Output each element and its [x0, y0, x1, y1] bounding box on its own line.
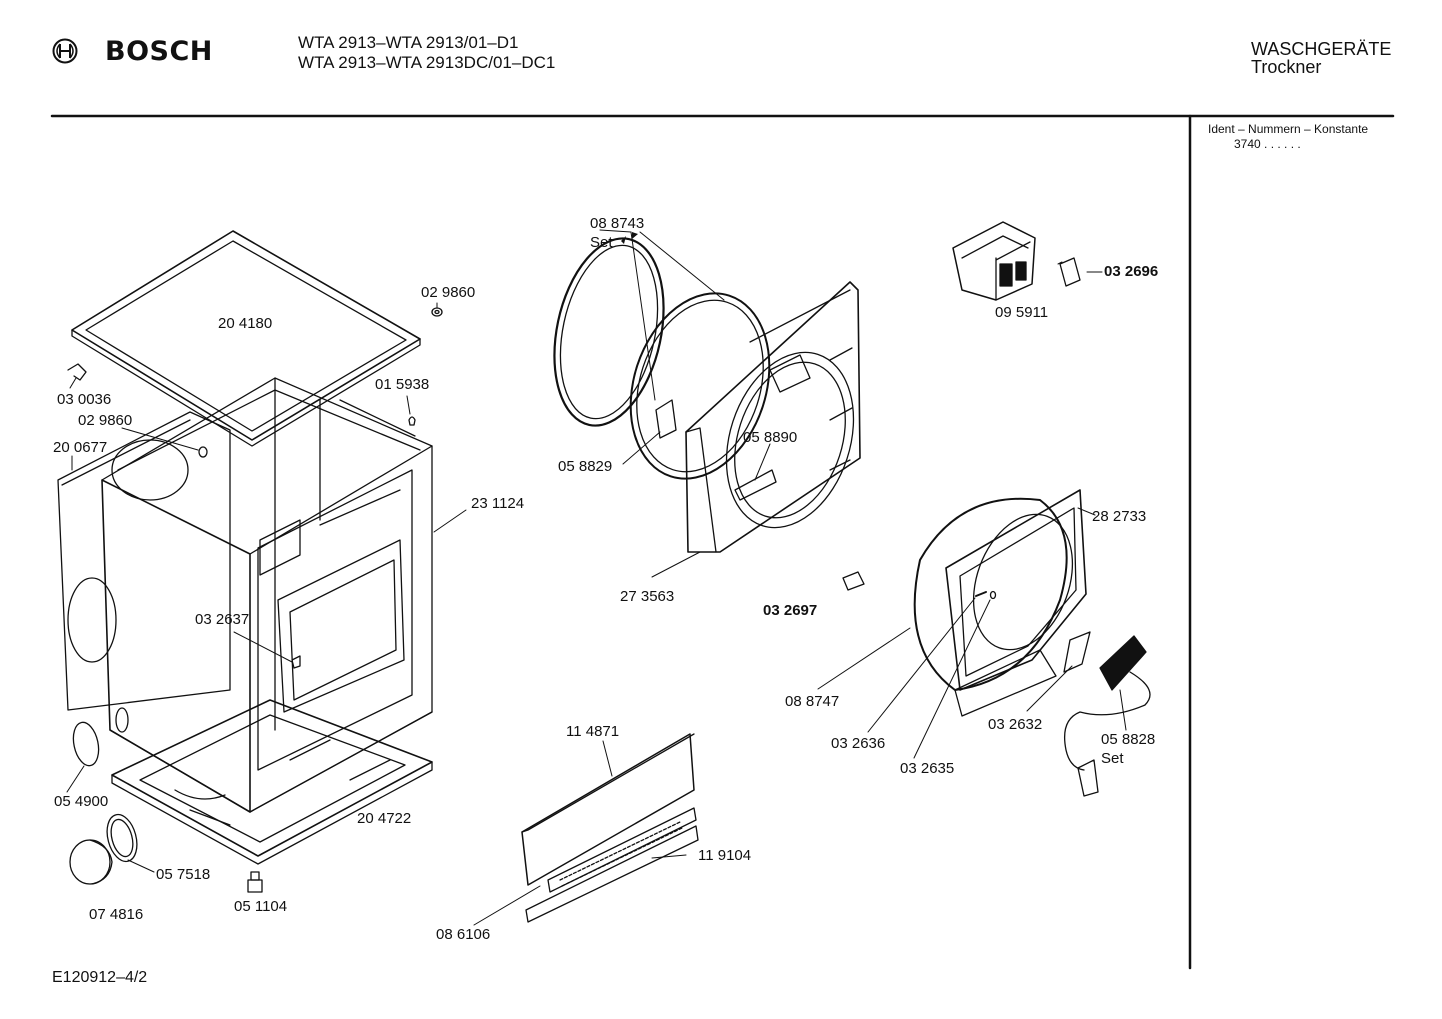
- label-screw-top: 02 9860: [421, 284, 476, 301]
- label-base: 20 4722: [357, 810, 412, 827]
- filter-oval-part: [70, 720, 103, 768]
- clip-left-part: [68, 364, 86, 380]
- filter-cover-part: [1064, 632, 1090, 672]
- label-bracket: 05 8829: [558, 458, 613, 475]
- connector-a-part: [1060, 258, 1080, 286]
- drawing-id: E120912–4/2: [52, 969, 148, 986]
- label-foot: 05 1104: [234, 898, 288, 915]
- label-door-lock: 05 8828: [1101, 731, 1156, 748]
- switch-block-part: [953, 222, 1035, 300]
- label-door-lock-note: Set: [1101, 750, 1124, 767]
- label-door-frame: 28 2733: [1092, 508, 1147, 525]
- screw-a-part: [976, 592, 986, 596]
- leader-lines: [67, 230, 1126, 925]
- label-door-seal: 08 8747: [785, 693, 840, 710]
- top-cover-part: [72, 231, 420, 446]
- connector-b-part: [843, 572, 864, 590]
- model-line-1: WTA 2913–WTA 2913/01–D1: [298, 33, 519, 52]
- rear-panel-part: [58, 412, 230, 710]
- label-clip-left: 03 0036: [57, 391, 112, 408]
- label-filter-cover: 03 2632: [988, 716, 1043, 733]
- control-panel-part: [522, 734, 694, 885]
- label-top-cover: 20 4180: [218, 315, 273, 332]
- cap-part: [409, 417, 415, 425]
- ident-value: 3740 . . . . . .: [1234, 137, 1301, 151]
- bosch-logo-icon: [52, 38, 78, 69]
- leader-arrowheads: [621, 232, 638, 244]
- label-panel-strip: 11 9104: [698, 847, 752, 864]
- label-filter-oval: 05 4900: [54, 793, 109, 810]
- front-bearing-shield-part: [686, 282, 875, 552]
- cabinet-part: [102, 378, 432, 812]
- screw-b-part: [991, 592, 996, 599]
- label-hinge-clip: 03 2637: [195, 611, 250, 628]
- label-screw-side: 02 9860: [78, 412, 133, 429]
- brand-name: BOSCH: [105, 36, 213, 67]
- label-control-panel: 11 4871: [566, 723, 620, 740]
- label-cabinet: 23 1124: [471, 495, 525, 512]
- panel-strip-part: [548, 808, 696, 892]
- label-cap: 01 5938: [375, 376, 430, 393]
- label-front-bearing-shield: 27 3563: [620, 588, 675, 605]
- label-rear-panel: 20 0677: [53, 439, 108, 456]
- label-bearing: 05 8890: [743, 429, 798, 446]
- nozzle-ring-part: [102, 811, 141, 865]
- nozzle-part: [70, 840, 112, 884]
- door-frame-part: [946, 490, 1090, 716]
- ident-label: Ident – Nummern – Konstante: [1208, 122, 1369, 136]
- belt-set-part: [538, 228, 792, 496]
- label-panel-trim: 08 6106: [436, 926, 491, 943]
- door-lock-part: [1065, 636, 1150, 796]
- subcategory-title: Trockner: [1251, 57, 1322, 77]
- screw-top-part: [432, 308, 442, 316]
- label-screw-b: 03 2635: [900, 760, 955, 777]
- foot-part: [248, 872, 262, 892]
- label-connector-a: 03 2696: [1104, 263, 1159, 280]
- label-nozzle-ring: 05 7518: [156, 866, 211, 883]
- category-title: WASCHGERÄTE: [1251, 39, 1392, 59]
- label-belt-set: 08 8743: [590, 215, 645, 232]
- screw-side-part: [199, 447, 207, 457]
- label-connector-b: 03 2697: [763, 602, 818, 619]
- label-screw-a: 03 2636: [831, 735, 886, 752]
- label-nozzle: 07 4816: [89, 906, 144, 923]
- bracket-part: [656, 400, 676, 438]
- label-belt-set-note: Set: [590, 234, 613, 251]
- model-line-2: WTA 2913–WTA 2913DC/01–DC1: [298, 53, 556, 72]
- panel-trim-part: [526, 826, 698, 922]
- label-switch-block: 09 5911: [995, 304, 1049, 321]
- base-part: [112, 700, 432, 864]
